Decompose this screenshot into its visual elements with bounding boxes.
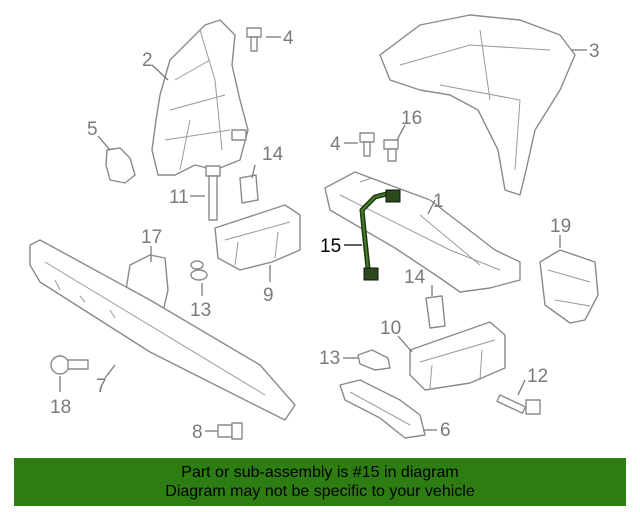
part-5-clip — [105, 147, 136, 184]
callout-11: 11 — [169, 187, 189, 208]
part-1-crossmember — [324, 171, 521, 293]
callout-17: 17 — [141, 227, 162, 248]
callout-9: 9 — [263, 285, 274, 306]
part-4-bolt-mid — [359, 132, 375, 157]
callout-8: 8 — [192, 422, 203, 443]
banner-line-2: Diagram may not be specific to your vehi… — [165, 483, 475, 500]
part-19-module — [539, 249, 599, 324]
callout-14-right: 14 — [404, 267, 426, 288]
callout-13-right: 13 — [319, 348, 340, 369]
part-13-nut-right — [357, 349, 391, 371]
callout-3: 3 — [589, 41, 600, 62]
part-8-bolt — [217, 422, 243, 440]
callout-7: 7 — [96, 376, 107, 397]
part-16-bolt — [383, 139, 399, 162]
part-14-bracket-right — [425, 295, 446, 329]
part-7-bumper-reinforcement — [29, 239, 296, 421]
part-12-bolt — [496, 394, 541, 415]
callout-2: 2 — [142, 50, 153, 71]
part-15-highlighted — [359, 189, 401, 281]
callout-6: 6 — [440, 420, 451, 441]
part-3-upper-frame — [379, 14, 576, 196]
callout-1: 1 — [433, 191, 444, 212]
parts-diagram: 2 4 5 11 14 9 17 13 — [29, 14, 600, 443]
part-10-support — [409, 321, 506, 391]
callout-4-top: 4 — [283, 28, 294, 49]
callout-16: 16 — [401, 108, 422, 129]
callout-10: 10 — [380, 318, 401, 339]
part-14-bracket-left — [239, 174, 259, 204]
callout-14-left: 14 — [262, 144, 284, 165]
callout-4-mid: 4 — [330, 134, 341, 155]
part-6-bracket — [339, 379, 426, 439]
banner-line-1: Part or sub-assembly is #15 in diagram — [181, 464, 459, 481]
callout-13-left: 13 — [190, 300, 211, 321]
callout-18: 18 — [50, 397, 71, 418]
part-info-banner: Part or sub-assembly is #15 in diagram D… — [14, 458, 626, 506]
part-9-support — [214, 204, 301, 271]
part-18-bolt — [50, 355, 89, 375]
callout-15: 15 — [320, 236, 341, 257]
callout-12: 12 — [527, 366, 548, 387]
part-13-nut-left — [190, 260, 208, 281]
callout-5: 5 — [87, 119, 98, 140]
part-11-bolt — [205, 165, 221, 221]
part-4-bolt-top — [246, 27, 262, 52]
callout-19: 19 — [550, 216, 571, 237]
part-2-bracket — [151, 19, 249, 176]
